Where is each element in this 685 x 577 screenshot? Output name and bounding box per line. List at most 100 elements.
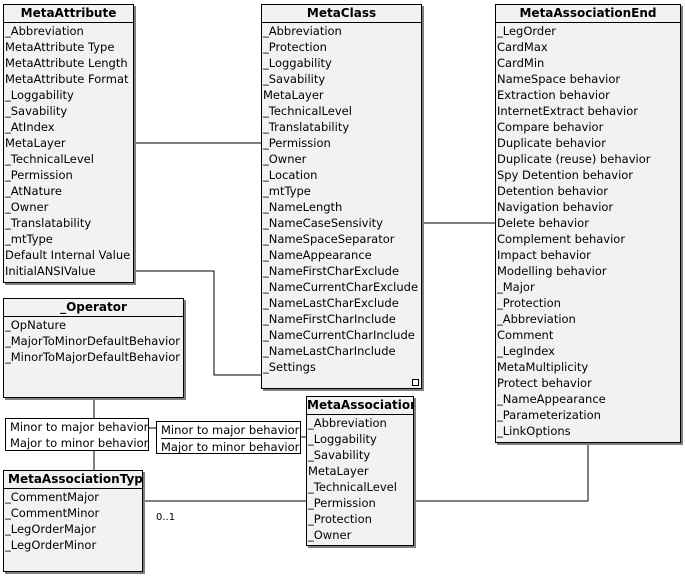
attribute-item[interactable]: CardMin <box>497 56 545 70</box>
attribute-item[interactable]: _Major <box>497 280 535 294</box>
attribute-item[interactable]: _Settings <box>263 360 316 374</box>
role-major-to-minor: Major to minor behavior <box>10 436 149 450</box>
attribute-item[interactable]: Delete behavior <box>497 216 589 230</box>
attribute-item[interactable]: MetaLayer <box>308 464 369 478</box>
class-title: _Operator <box>4 299 183 317</box>
attribute-item[interactable]: _NameAppearance <box>497 392 606 406</box>
attribute-item[interactable]: _AtIndex <box>5 120 55 134</box>
attribute-item[interactable]: Navigation behavior <box>497 200 614 214</box>
attribute-item[interactable]: _NameCurrentCharInclude <box>263 328 415 342</box>
attribute-item[interactable]: _Permission <box>308 496 376 510</box>
attribute-item[interactable]: _Protection <box>263 40 327 54</box>
attribute-item[interactable]: _Owner <box>308 528 352 542</box>
attribute-item[interactable]: _Protection <box>308 512 372 526</box>
attribute-item[interactable]: Protect behavior <box>497 376 592 390</box>
attribute-item[interactable]: _Savability <box>308 448 371 462</box>
attribute-item[interactable]: _Permission <box>263 136 331 150</box>
class-meta-class[interactable]: MetaClass _Abbreviation_Protection_Logga… <box>261 4 422 389</box>
attribute-item[interactable]: _TechnicalLevel <box>308 480 397 494</box>
attribute-item[interactable]: _Owner <box>5 200 49 214</box>
attribute-item[interactable]: Modelling behavior <box>497 264 607 278</box>
attribute-item[interactable]: NameSpace behavior <box>497 72 621 86</box>
attribute-list: _Abbreviation _Protection _Loggability _Sav… <box>262 23 421 375</box>
attribute-item[interactable]: Duplicate (reuse) behavior <box>497 152 651 166</box>
attribute-item[interactable]: _CommentMajor <box>5 490 100 504</box>
attribute-item[interactable]: Detention behavior <box>497 184 608 198</box>
attribute-item[interactable]: _Protection <box>497 296 561 310</box>
attribute-item[interactable]: _NameSpaceSeparator <box>263 232 395 246</box>
attribute-item[interactable]: _mtType <box>263 184 311 198</box>
collapse-toggle-icon[interactable] <box>412 379 419 386</box>
class-meta-association[interactable]: MetaAssociation _Abbreviation _Loggabilit… <box>306 396 414 546</box>
attribute-item[interactable]: _LinkOptions <box>497 424 571 438</box>
attribute-item[interactable]: _NameLength <box>263 200 343 214</box>
attribute-item[interactable]: _Parameterization <box>497 408 601 422</box>
class-title: MetaAssociationEnd <box>496 5 680 23</box>
attribute-item[interactable]: MetaAttribute Length <box>5 56 128 70</box>
attribute-item[interactable]: CardMax <box>497 40 548 54</box>
attribute-item[interactable]: _Abbreviation <box>5 24 84 38</box>
attribute-item[interactable]: Default Internal Value <box>5 248 131 262</box>
attribute-item[interactable]: _Owner <box>263 152 307 166</box>
attribute-item[interactable]: _NameFirstCharInclude <box>263 312 396 326</box>
attribute-item[interactable]: _LegOrder <box>497 24 557 38</box>
attribute-item[interactable]: Duplicate behavior <box>497 136 606 150</box>
attribute-item[interactable]: _MinorToMajorDefaultBehavior <box>5 350 181 364</box>
attribute-item[interactable]: _NameCurrentCharExclude <box>263 280 419 294</box>
attribute-item[interactable]: _Translatability <box>263 120 350 134</box>
class-title: MetaAssociationType <box>4 471 142 489</box>
attribute-item[interactable]: InternetExtract behavior <box>497 104 638 118</box>
class-meta-association-type[interactable]: MetaAssociationType _CommentMajor _Commen… <box>3 470 143 572</box>
attribute-item[interactable]: Impact behavior <box>497 248 591 262</box>
attribute-item[interactable]: MetaLayer <box>263 88 324 102</box>
attribute-item[interactable]: InitialANSIValue <box>5 264 96 278</box>
multiplicity-label: 0..1 <box>156 512 176 523</box>
attribute-item[interactable]: _Permission <box>5 168 73 182</box>
attribute-item[interactable]: _LegIndex <box>497 344 555 358</box>
class-operator[interactable]: _Operator _OpNature _MajorToMinorDefaultB… <box>3 298 184 398</box>
attribute-item[interactable]: MetaLayer <box>5 136 66 150</box>
attribute-item[interactable]: _NameLastCharInclude <box>263 344 396 358</box>
attribute-item[interactable]: MetaAttribute Type <box>5 40 115 54</box>
role-major-to-minor: Major to minor behavior <box>161 438 300 454</box>
attribute-item[interactable]: _LegOrderMinor <box>5 538 97 552</box>
attribute-item[interactable]: _TechnicalLevel <box>5 152 94 166</box>
attribute-item[interactable]: Spy Detention behavior <box>497 168 634 182</box>
attribute-item[interactable]: MetaAttribute Format <box>5 72 129 86</box>
attribute-item[interactable]: _AtNature <box>5 184 62 198</box>
attribute-item[interactable]: _NameAppearance <box>263 248 372 262</box>
attribute-item[interactable]: _Abbreviation <box>263 24 342 38</box>
attribute-item[interactable]: _mtType <box>5 232 53 246</box>
attribute-item[interactable]: _Savability <box>5 104 68 118</box>
role-label-left: Minor to major behavior Major to minor b… <box>5 418 149 451</box>
attribute-item[interactable]: _NameFirstCharExclude <box>263 264 400 278</box>
attribute-item[interactable]: _Loggability <box>308 432 377 446</box>
attribute-item[interactable]: Complement behavior <box>497 232 626 246</box>
role-minor-to-major: Minor to major behavior <box>10 420 149 434</box>
attribute-item[interactable]: _MajorToMinorDefaultBehavior <box>5 334 181 348</box>
attribute-item[interactable]: _OpNature <box>5 318 67 332</box>
attribute-item[interactable]: _Location <box>263 168 318 182</box>
attribute-item[interactable]: Comment <box>497 328 554 342</box>
attribute-item[interactable]: _CommentMinor <box>5 506 100 520</box>
attribute-item[interactable]: _Savability <box>263 72 326 86</box>
attribute-item[interactable]: _Loggability <box>263 56 332 70</box>
role-label-right: Minor to major behavior Major to minor b… <box>156 421 301 454</box>
attribute-item[interactable]: _TechnicalLevel <box>263 104 352 118</box>
class-title: MetaAssociation <box>307 397 413 415</box>
attribute-item[interactable]: _Abbreviation <box>497 312 576 326</box>
attribute-item[interactable]: _Loggability <box>5 88 74 102</box>
attribute-item[interactable]: Extraction behavior <box>497 88 610 102</box>
attribute-item[interactable]: Compare behavior <box>497 120 604 134</box>
attribute-item[interactable]: MetaMultiplicity <box>497 360 589 374</box>
attribute-item[interactable]: _Abbreviation <box>308 416 387 430</box>
attribute-item[interactable]: _NameCaseSensivity <box>263 216 383 230</box>
attribute-item[interactable]: _LegOrderMajor <box>5 522 96 536</box>
attribute-item[interactable]: _Translatability <box>5 216 92 230</box>
attribute-item[interactable]: _NameLastCharExclude <box>263 296 399 310</box>
